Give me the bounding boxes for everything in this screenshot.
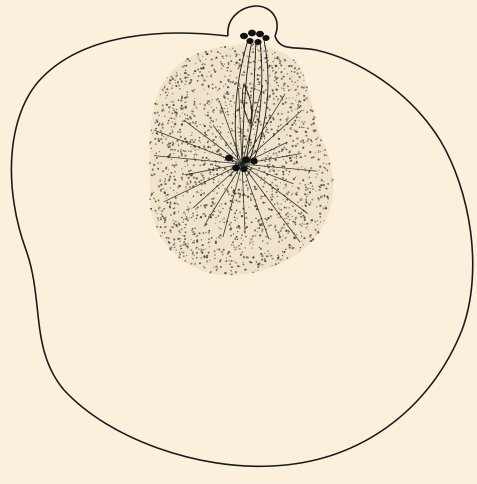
- egg-cell-figure: [0, 0, 477, 484]
